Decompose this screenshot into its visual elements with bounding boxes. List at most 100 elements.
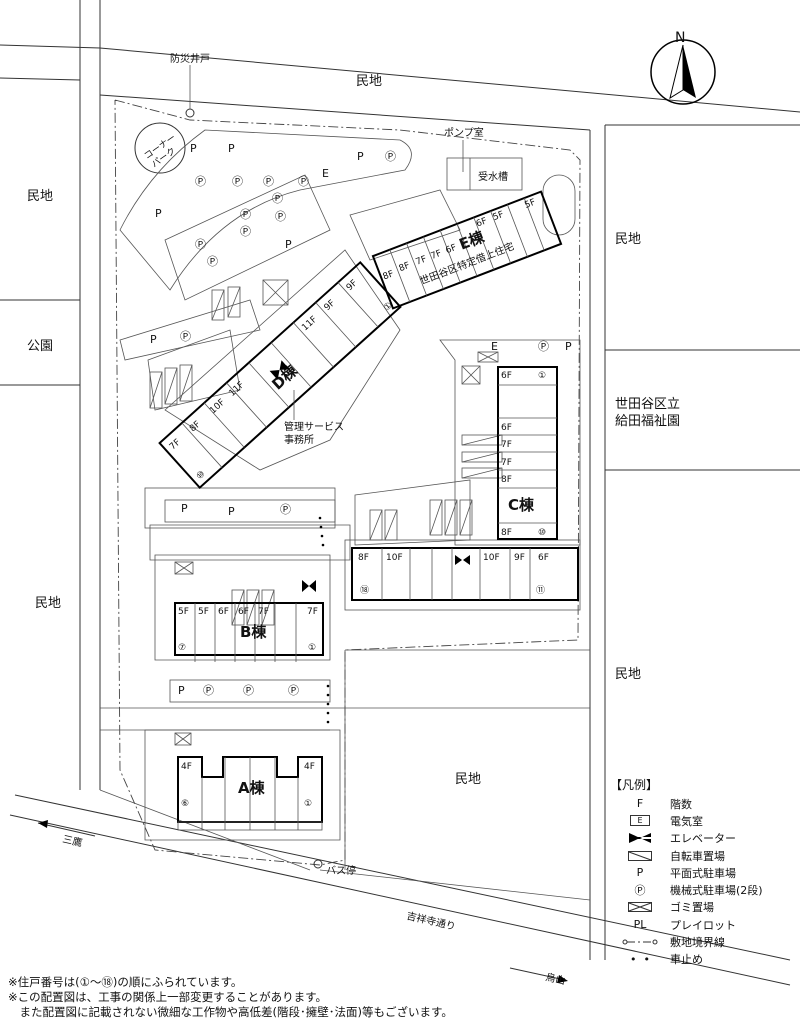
garbage-icon <box>174 732 192 746</box>
legend-label: 電気室 <box>670 814 703 828</box>
garbage-areas <box>174 279 499 746</box>
bus-stop-label: バス停 <box>326 864 356 877</box>
legend-label: 機械式駐車場(2段) <box>670 884 763 898</box>
mechanical-parking-mark: Ⓟ <box>207 255 218 268</box>
unit-number: ⑥ <box>181 799 189 809</box>
legend-label: プレイロット <box>670 918 736 932</box>
parking-mark: P <box>357 150 364 163</box>
building-a: A棟 4F 4F ⑥ ① <box>177 756 323 831</box>
legend-item: 敷地境界線 <box>610 933 800 950</box>
elevator-icon <box>610 833 670 844</box>
floor-label: 6F <box>444 243 458 256</box>
mechanical-parking-mark: Ⓟ <box>272 192 283 205</box>
mechanical-parking-mark: Ⓟ <box>538 340 549 353</box>
floor-label: 8F <box>501 528 512 538</box>
bicycle-parking <box>149 286 503 626</box>
mechanical-parking-mark: Ⓟ <box>232 175 243 188</box>
electric-room-mark: E <box>322 167 329 180</box>
notes: ※住戸番号は(①〜⑱)の順にふられています。 ※この配置図は、工事の関係上一部変… <box>8 975 453 1020</box>
neighbor-label: 民地 <box>455 772 481 787</box>
direction-label: 烏山 <box>544 970 566 987</box>
unit-number: ⑩ <box>195 469 208 482</box>
floor-label: 5F <box>178 607 189 617</box>
floor-label: 8F <box>382 269 396 282</box>
bicycle-parking-icon <box>461 451 503 463</box>
mechanical-parking-mark: Ⓟ <box>263 175 274 188</box>
floor-label: 9F <box>345 278 360 293</box>
mechanical-parking-mark: Ⓟ <box>243 684 254 697</box>
mechanical-parking-mark: Ⓟ <box>298 175 309 188</box>
parking-symbol: P <box>636 866 644 880</box>
north-arrow-icon: N <box>650 30 716 105</box>
garbage-icon <box>610 902 670 913</box>
bicycle-parking-icon <box>246 589 260 626</box>
parking-mark: P <box>228 142 235 155</box>
floor-label: 7F <box>415 254 429 267</box>
mechanical-parking-mark: Ⓟ <box>195 175 206 188</box>
bicycle-parking-icon <box>261 589 275 626</box>
floor-label: 8F <box>501 475 512 485</box>
building-b: B棟 5F 5F 6F 6F 7F 7F ⑦ ① <box>174 580 324 662</box>
parking-mark: P <box>155 207 162 220</box>
floor-label: 11F <box>227 380 246 399</box>
note: ※住戸番号は(①〜⑱)の順にふられています。 <box>8 975 243 989</box>
corner-park <box>134 122 186 174</box>
unit-number: ① <box>308 643 316 653</box>
unit-number: ① <box>304 799 312 809</box>
road-name: 吉祥寺通り <box>405 909 457 933</box>
legend-item: 自転車置場 <box>610 847 800 864</box>
floor-label: 10F <box>483 553 500 563</box>
building-c: C棟 6F 6F 7F 7F 8F 8F ① ⑩ <box>497 366 558 540</box>
electric-room-mark: E <box>491 340 498 353</box>
roads <box>0 0 800 986</box>
floor-label: 7F <box>429 249 443 262</box>
bollards <box>318 516 330 724</box>
legend-item: Ⓟ 機械式駐車場(2段) <box>610 881 800 898</box>
bicycle-parking-icon <box>384 509 398 541</box>
site-outlines <box>100 129 590 841</box>
park-label: 公園 <box>27 339 53 354</box>
building-e-name: E棟 <box>457 227 488 253</box>
arrow-left-icon <box>37 820 96 837</box>
floor-label: 6F <box>501 371 512 381</box>
mechanical-parking-symbol: Ⓟ <box>634 884 646 898</box>
floor-label: 5F <box>523 198 537 211</box>
floor-label: 9F <box>323 298 338 313</box>
legend-title: 【凡例】 <box>610 778 659 792</box>
floor-label: 6F <box>501 423 512 433</box>
unit-number: ① <box>382 301 395 314</box>
well-label: 防災井戸 <box>170 52 210 65</box>
legend-item: • •車止め <box>610 951 800 968</box>
floor-label: 7F <box>501 458 512 468</box>
floor-label: 7F <box>168 438 183 453</box>
mechanical-parking-mark: Ⓟ <box>385 150 396 163</box>
legend-item: ゴミ置場 <box>610 899 800 916</box>
note: また配置図に記載されない微細な工作物や高低差(階段･擁壁･法面)等もございます。 <box>8 1005 453 1019</box>
floor-label: 8F <box>398 261 412 274</box>
mechanical-parking-mark: Ⓟ <box>288 684 299 697</box>
neighbor-label: 民地 <box>615 232 641 247</box>
floor-label: 7F <box>501 440 512 450</box>
bicycle-parking-icon <box>429 499 443 536</box>
parking-mark: P <box>181 502 188 515</box>
mechanical-parking-mark: Ⓟ <box>180 330 191 343</box>
neighbor-label: 民地 <box>615 667 641 682</box>
floor-label: 10F <box>386 553 403 563</box>
mechanical-parking-mark: Ⓟ <box>195 238 206 251</box>
bicycle-parking-icon <box>444 499 458 536</box>
building-b-name: B棟 <box>240 623 267 641</box>
unit-number: ⑱ <box>360 585 369 596</box>
floor-label: 6F <box>238 607 249 617</box>
bicycle-icon <box>610 850 670 861</box>
legend-label: ゴミ置場 <box>670 901 714 915</box>
elevator-icon <box>455 555 470 565</box>
parking-mark: P <box>150 333 157 346</box>
floor-label: 9F <box>514 553 525 563</box>
bicycle-parking-icon <box>149 371 163 409</box>
legend-label: 車止め <box>670 953 703 967</box>
welfare-label: 給田福祉園 <box>615 414 680 429</box>
